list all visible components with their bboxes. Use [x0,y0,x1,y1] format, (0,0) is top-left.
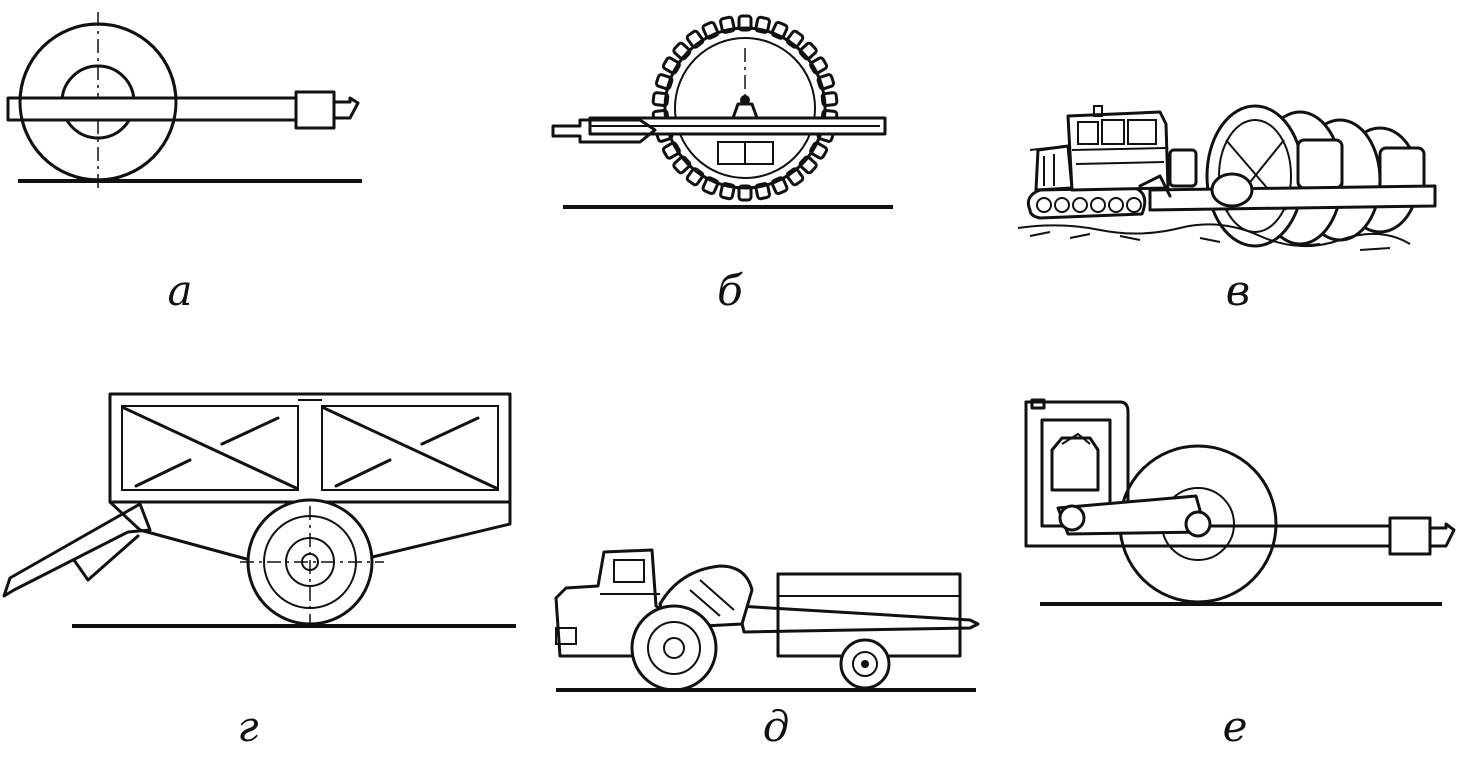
caption-g: г [237,702,259,751]
hitch-block [294,90,336,130]
panel-brace [122,406,298,490]
track-road-wheel [1108,197,1124,213]
cab-window [1127,119,1157,145]
track-road-wheel [1054,197,1070,213]
ballast-panel [121,405,299,491]
drum-hub [1210,172,1254,208]
track-road-wheel [1126,197,1142,213]
ballast-block [1296,138,1344,190]
ballast-block [1168,148,1198,188]
caption-a: а [167,266,193,315]
tow-hitch [551,118,657,144]
ballast-frame [1024,400,1130,532]
panel-g-ballast-trailer-roller [2,392,516,628]
cab-window [1077,121,1099,145]
hitch-block [1388,516,1432,556]
front-wheel [630,604,718,692]
ground-line [1017,223,1411,248]
trailer-drawbar [736,604,980,634]
sheepsfoot-cam [737,14,753,32]
panel-b-sheepsfoot-roller [551,14,893,209]
tow-bar-strut [72,534,140,582]
tow-bar [2,502,152,598]
roller-frame [1148,184,1437,212]
roller-inner-rim [674,37,816,179]
panel-d-prime-mover-with-trailer [554,548,980,692]
caption-d: д [762,702,790,751]
bearing-housing [731,102,759,120]
roller-cams [651,14,839,202]
roller-drum [663,26,827,190]
tyre-rim [1218,119,1292,233]
caption-e: е [1222,702,1248,751]
caption-v: в [1225,266,1251,315]
tow-hook [1428,522,1456,548]
track-road-wheel [1036,197,1052,213]
main-frame [1024,400,1392,548]
track-road-wheel [1090,197,1106,213]
track-wheels [1036,197,1142,213]
cab-window [613,559,645,583]
drawbar-frame [6,96,298,122]
ballast-panel [321,405,499,491]
tractor-cab [1066,110,1170,192]
ballast-box [108,392,512,504]
arm-pivot [1184,510,1212,538]
arm-pivot [1058,504,1086,532]
crawler-track [1026,186,1147,220]
panel-brace [322,406,498,490]
tow-hook [332,96,360,120]
panel-v-tractor-with-roller [1017,104,1437,251]
caption-b: б [717,266,743,315]
panel-a-smooth-roller [6,12,362,190]
sheepsfoot-cam [737,184,753,202]
track-road-wheel [1072,197,1088,213]
engine-block [1050,436,1100,492]
panel-e-ballast-frame-roller [1024,398,1456,606]
drawbar [1138,174,1172,198]
front-wheel-rim [647,621,701,675]
cab-window [1101,119,1125,145]
